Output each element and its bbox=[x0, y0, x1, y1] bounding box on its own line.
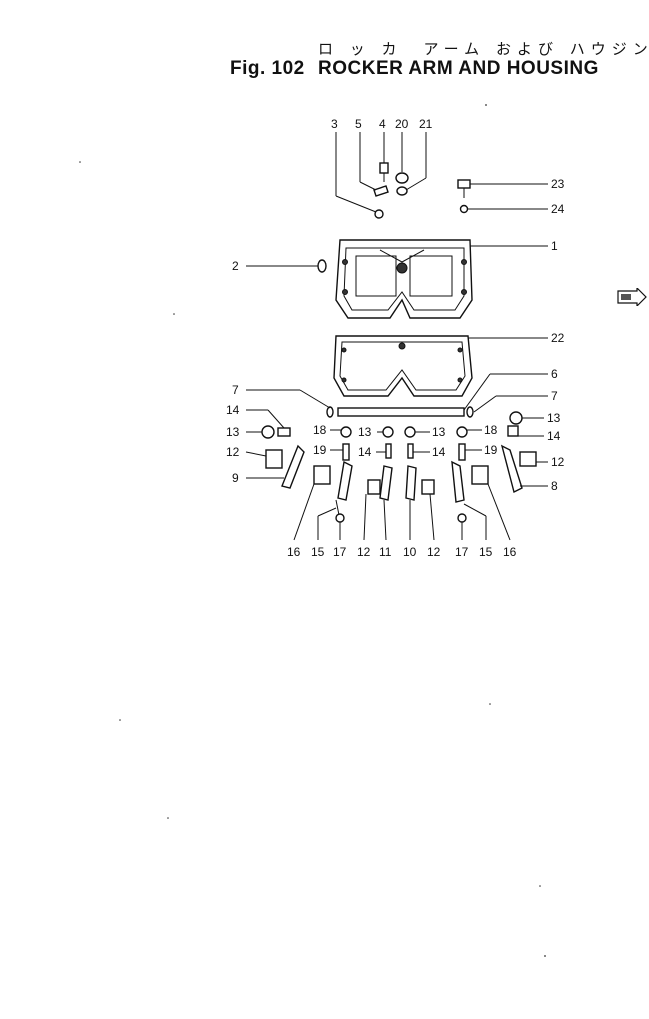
callout-18-left: 18 bbox=[313, 423, 327, 437]
callout-12-left: 12 bbox=[226, 445, 240, 459]
callout-16-bottom-left: 16 bbox=[287, 545, 301, 559]
housing-gasket bbox=[333, 335, 473, 397]
callout-17-bottom-right: 17 bbox=[455, 545, 469, 559]
figure-label: Fig. 102 bbox=[230, 58, 305, 79]
callout-20: 20 bbox=[395, 117, 409, 131]
callout-12-bottom-left: 12 bbox=[357, 545, 371, 559]
callout-19-right: 19 bbox=[484, 443, 498, 457]
callout-1: 1 bbox=[551, 239, 558, 253]
callout-18-right: 18 bbox=[484, 423, 498, 437]
title-english: ROCKER ARM AND HOUSING bbox=[318, 58, 599, 79]
arrow-right-tab-icon[interactable] bbox=[617, 288, 647, 306]
callout-12-right: 12 bbox=[551, 455, 565, 469]
title-japanese: ロ ッ カ アーム および ハウジング bbox=[318, 40, 649, 58]
callout-5: 5 bbox=[355, 117, 362, 131]
callout-9: 9 bbox=[232, 471, 239, 485]
callout-16-bottom-right: 16 bbox=[503, 545, 517, 559]
callout-22: 22 bbox=[551, 331, 565, 345]
callout-8: 8 bbox=[551, 479, 558, 493]
rocker-shaft bbox=[326, 406, 474, 418]
callout-13-left: 13 bbox=[226, 425, 240, 439]
callout-17-bottom-left: 17 bbox=[333, 545, 347, 559]
callout-14-center-left: 14 bbox=[358, 445, 372, 459]
callout-23: 23 bbox=[551, 177, 565, 191]
callout-13-right: 13 bbox=[547, 411, 561, 425]
callout-10-bottom: 10 bbox=[403, 545, 417, 559]
scan-specks bbox=[79, 104, 546, 957]
callout-15-bottom-left: 15 bbox=[311, 545, 325, 559]
rocker-arm-assemblies bbox=[261, 411, 537, 523]
callout-3: 3 bbox=[331, 117, 338, 131]
callout-15-bottom-right: 15 bbox=[479, 545, 493, 559]
callout-24: 24 bbox=[551, 202, 565, 216]
leader-lines bbox=[245, 132, 548, 541]
callout-7-left: 7 bbox=[232, 383, 239, 397]
callout-4: 4 bbox=[379, 117, 386, 131]
callout-11-bottom: 11 bbox=[379, 545, 392, 559]
callout-13-center-left: 13 bbox=[358, 425, 372, 439]
callout-14-right: 14 bbox=[547, 429, 561, 443]
callout-21: 21 bbox=[419, 117, 433, 131]
callout-13-center-right: 13 bbox=[432, 425, 446, 439]
callout-labels: 3 5 4 20 21 23 24 1 2 22 6 7 7 14 13 13 … bbox=[226, 117, 565, 559]
callout-19-left: 19 bbox=[313, 443, 327, 457]
callout-6: 6 bbox=[551, 367, 558, 381]
callout-14-left: 14 bbox=[226, 403, 240, 417]
callout-14-center-right: 14 bbox=[432, 445, 446, 459]
callout-12-bottom-right: 12 bbox=[427, 545, 441, 559]
callout-7-right: 7 bbox=[551, 389, 558, 403]
callout-2: 2 bbox=[232, 259, 239, 273]
rocker-housing-cover bbox=[335, 239, 473, 319]
